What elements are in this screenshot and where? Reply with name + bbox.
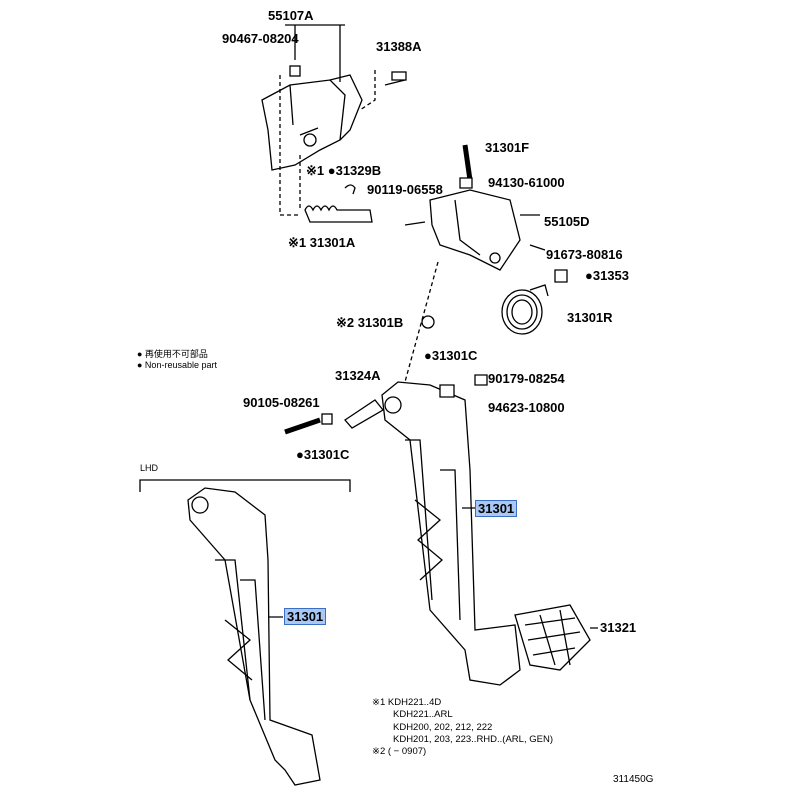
applicability-notes: ※1 KDH221..4D KDH221..ARL KDH200, 202, 2…: [372, 697, 553, 758]
note-line: KDH221..ARL: [393, 709, 453, 721]
bracket-55107a: [261, 74, 363, 171]
part-label-31301r[interactable]: 31301R: [567, 310, 613, 325]
part-label-31301f[interactable]: 31301F: [485, 140, 530, 155]
part-label-31353[interactable]: ●31353: [585, 268, 630, 283]
part-label-31301a[interactable]: ※1 31301A: [288, 235, 356, 250]
spring-31301a: [304, 205, 373, 223]
pedal-31301-lhd: [187, 487, 321, 786]
note-line: KDH201, 203, 223..RHD..(ARL, GEN): [393, 733, 553, 745]
leader-lines: [285, 24, 345, 82]
part-label-31301b[interactable]: ※2 31301B: [336, 315, 404, 330]
part-label-31301-lhd-highlighted[interactable]: 31301: [284, 608, 327, 625]
part-label-94130-61000[interactable]: 94130-61000: [488, 175, 565, 190]
lhd-label: LHD: [140, 463, 159, 473]
bushing-31324a: [344, 399, 384, 429]
part-label-94623-10800[interactable]: 94623-10800: [488, 400, 565, 415]
bolt: [289, 65, 301, 77]
bracket-55105d: [429, 189, 521, 271]
figure-id: 311450G: [613, 774, 654, 785]
part-label-31388a[interactable]: 31388A: [376, 39, 422, 54]
part-label-55107a[interactable]: 55107A: [268, 8, 314, 23]
pedal-31301-rhd: [381, 381, 521, 686]
part-label-90467-08204[interactable]: 90467-08204: [222, 31, 299, 46]
spring-31301r: [501, 284, 549, 335]
part-label-90119-06558[interactable]: 90119-06558: [367, 182, 443, 197]
part-label-31301c-upper[interactable]: ●31301C: [424, 348, 478, 363]
part-label-31301-rhd-highlighted[interactable]: 31301: [475, 500, 518, 517]
part-label-31301c-lower[interactable]: ●31301C: [296, 447, 350, 462]
pedal-pad-31321: [514, 604, 591, 671]
part-label-31324a[interactable]: 31324A: [335, 368, 381, 383]
note-line: ※2 ( − 0907): [372, 746, 427, 758]
note-line: ※1 KDH221..4D: [372, 697, 442, 708]
part-label-90179-08254[interactable]: 90179-08254: [488, 371, 565, 386]
part-label-91673-80816[interactable]: 91673-80816: [546, 247, 623, 262]
part-label-90105-08261[interactable]: 90105-08261: [243, 395, 320, 410]
note-line: KDH200, 202, 212, 222: [393, 721, 493, 733]
lhd-bracket: [139, 479, 351, 492]
part-label-31321[interactable]: 31321: [600, 620, 637, 635]
legend-english: ● Non-reusable part: [137, 360, 217, 370]
part-label-55105d[interactable]: 55105D: [544, 214, 590, 229]
part-label-31329b[interactable]: ※1 ●31329B: [306, 163, 382, 178]
legend-japanese: ● 再使用不可部品: [137, 349, 208, 359]
